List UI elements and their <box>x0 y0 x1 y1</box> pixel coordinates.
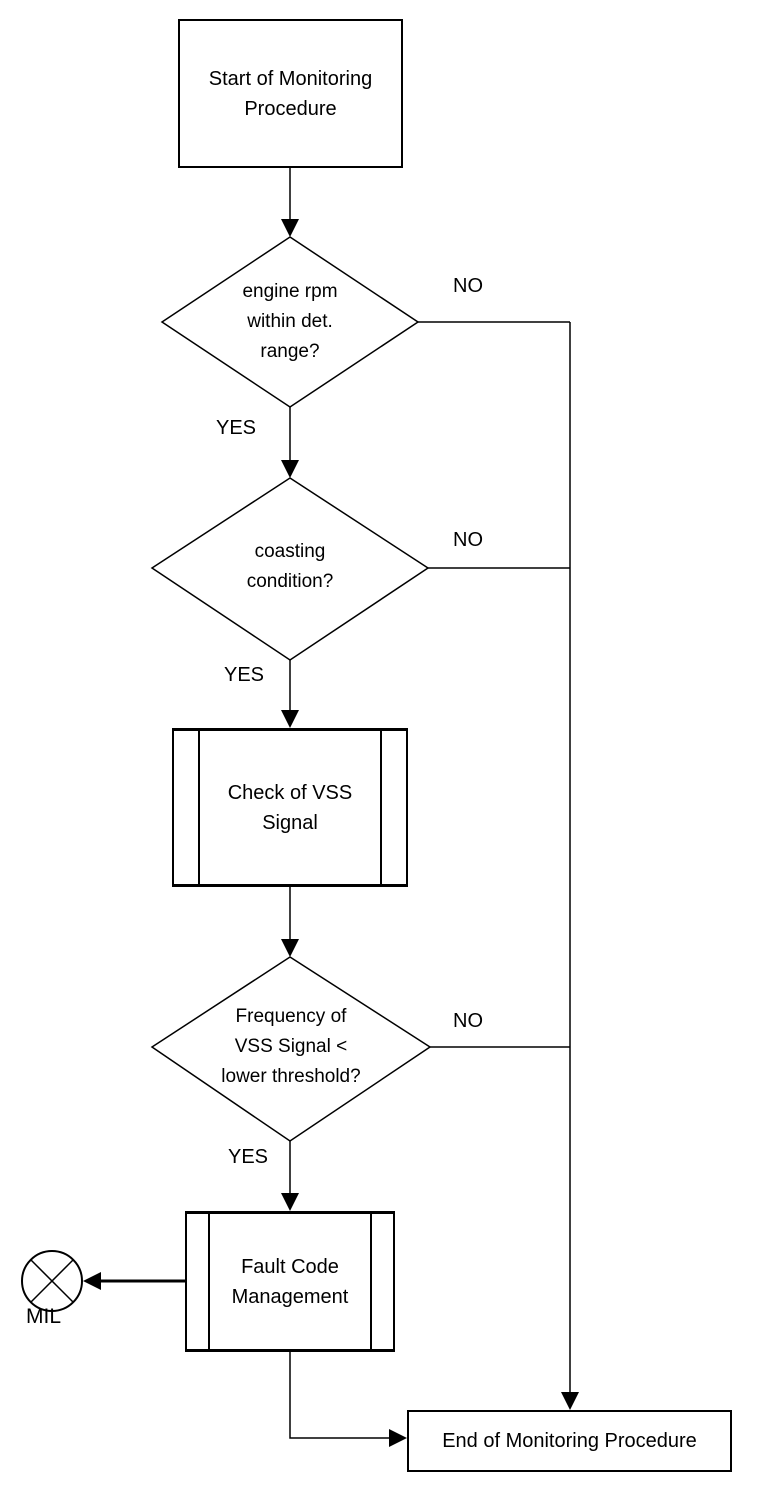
edge-label-rpm-no: NO <box>453 275 483 297</box>
connector-fault-to-end <box>289 1352 389 1439</box>
arrowhead-down-icon <box>281 460 299 478</box>
arrowhead-down-icon <box>561 1392 579 1410</box>
mil-lamp-cross-line <box>30 1259 74 1303</box>
predefined-process-bar <box>370 1214 372 1349</box>
decision-frequency-label: Frequency of VSS Signal < lower threshol… <box>221 1006 361 1087</box>
predefined-process-bar <box>198 731 200 884</box>
arrowhead-down-icon <box>281 939 299 957</box>
arrowhead-down-icon <box>281 1193 299 1211</box>
edge-label-frequency-yes: YES <box>228 1146 269 1168</box>
start-node: Start of Monitoring Procedure <box>178 19 403 168</box>
end-node-label: End of Monitoring Procedure <box>442 1430 697 1452</box>
predefined-process-bar <box>208 1214 210 1349</box>
mil-label: MIL <box>26 1305 62 1328</box>
end-node: End of Monitoring Procedure <box>407 1410 732 1472</box>
decision-engine-rpm-label: engine rpm within det. range? <box>242 281 338 362</box>
arrowhead-down-icon <box>281 710 299 728</box>
process-fault-code-label: Fault Code Management <box>231 1255 349 1308</box>
edge-label-rpm-yes: YES <box>216 417 257 439</box>
process-check-vss-label: Check of VSS Signal <box>227 781 353 834</box>
arrowhead-left-icon <box>83 1272 101 1290</box>
decision-coasting-label: coasting condition? <box>246 541 334 592</box>
start-node-label: Start of Monitoring Procedure <box>208 67 373 120</box>
predefined-process-bar <box>380 731 382 884</box>
edge-label-frequency-no: NO <box>453 1010 483 1032</box>
process-check-vss-node: Check of VSS Signal <box>172 728 408 887</box>
process-fault-code-node: Fault Code Management <box>185 1211 395 1352</box>
edge-label-coasting-no: NO <box>453 529 483 551</box>
edge-label-coasting-yes: YES <box>224 664 265 686</box>
arrowhead-down-icon <box>281 219 299 237</box>
arrowhead-right-icon <box>389 1429 407 1447</box>
